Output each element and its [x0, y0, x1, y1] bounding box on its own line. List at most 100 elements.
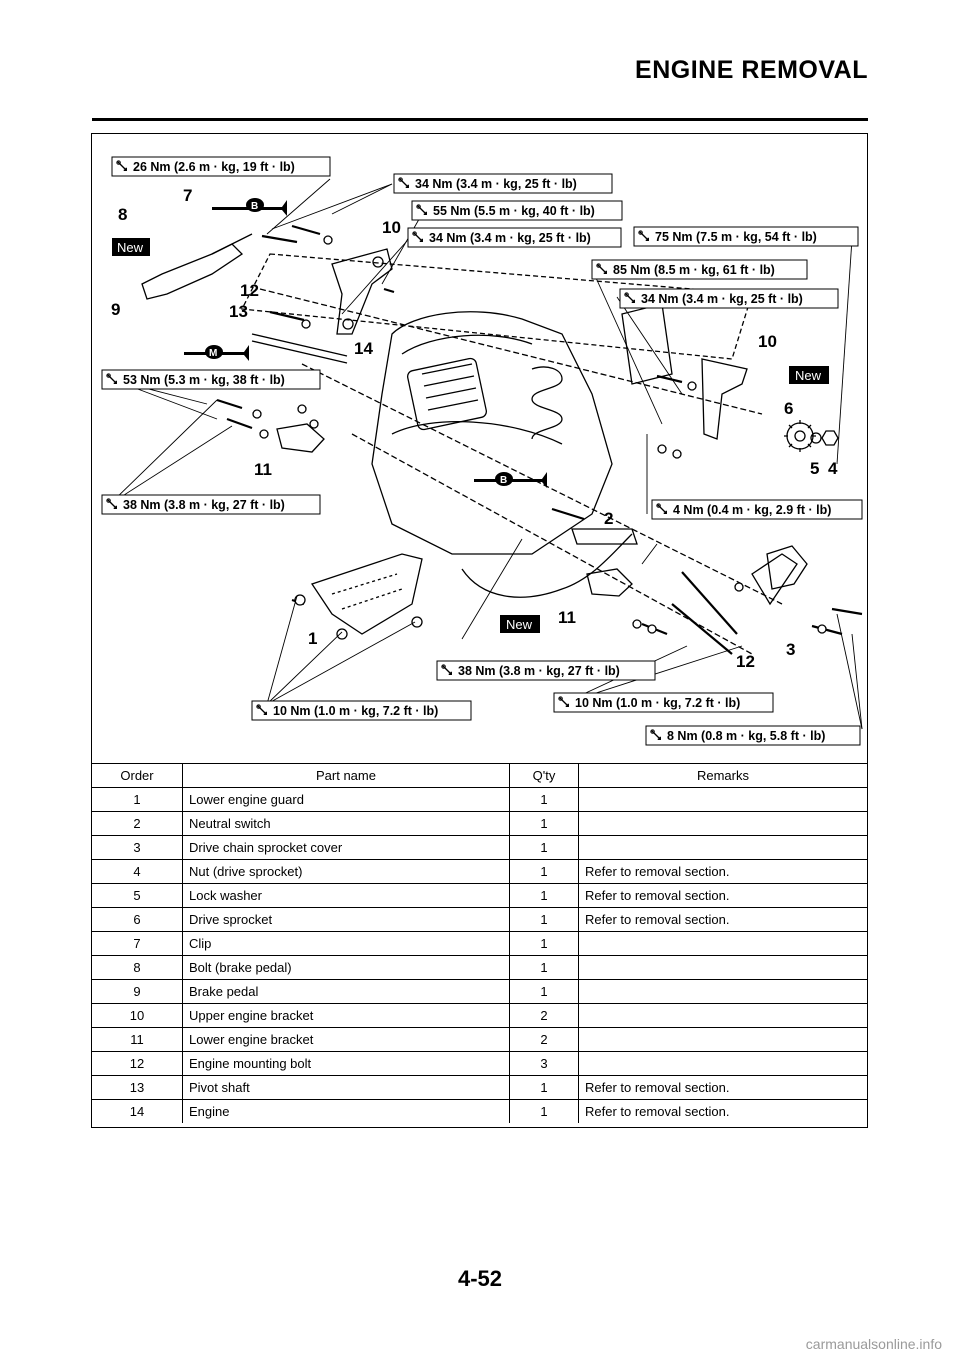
torque-spec-13: 10 Nm (1.0 m · kg, 7.2 ft · lb)	[553, 692, 774, 713]
torque-spec-9: 38 Nm (3.8 m · kg, 27 ft · lb)	[101, 494, 321, 515]
grease-letter: B	[251, 201, 258, 212]
torque-text: 53 Nm (5.3 m · kg, 38 ft · lb)	[123, 373, 285, 387]
new-badge: New	[500, 615, 540, 633]
cell-qty: 1	[509, 811, 579, 836]
callout-8: 8	[118, 205, 127, 224]
cell-remarks	[578, 811, 867, 836]
torque-text: 75 Nm (7.5 m · kg, 54 ft · lb)	[655, 230, 817, 244]
cell-order: 4	[92, 859, 183, 884]
cell-order: 10	[92, 1003, 183, 1028]
page-number: 4-52	[457, 1266, 503, 1291]
callout-10: 10	[758, 332, 777, 351]
cell-order: 5	[92, 883, 183, 908]
cell-order: 13	[92, 1075, 183, 1100]
torque-spec-8: 53 Nm (5.3 m · kg, 38 ft · lb)	[101, 369, 321, 390]
cell-order: 2	[92, 811, 183, 836]
callout-12: 12	[240, 281, 259, 300]
cell-order: 6	[92, 907, 183, 932]
cell-part-name: Drive chain sprocket cover	[182, 835, 510, 860]
torque-spec-7: 34 Nm (3.4 m · kg, 25 ft · lb)	[619, 288, 839, 309]
cell-part-name: Drive sprocket	[182, 907, 510, 932]
torque-text: 26 Nm (2.6 m · kg, 19 ft · lb)	[133, 160, 295, 174]
cell-remarks	[578, 1027, 867, 1052]
torque-spec-6: 85 Nm (8.5 m · kg, 61 ft · lb)	[591, 259, 808, 280]
cell-order: 12	[92, 1051, 183, 1076]
cell-qty: 1	[509, 835, 579, 860]
header-remarks: Remarks	[578, 763, 867, 788]
cell-part-name: Clip	[182, 931, 510, 956]
cell-part-name: Pivot shaft	[182, 1075, 510, 1100]
cell-qty: 1	[509, 787, 579, 812]
torque-spec-11: 38 Nm (3.8 m · kg, 27 ft · lb)	[436, 660, 656, 681]
cell-part-name: Brake pedal	[182, 979, 510, 1004]
cell-qty: 1	[509, 907, 579, 932]
cell-qty: 2	[509, 1003, 579, 1028]
cell-remarks	[578, 787, 867, 812]
cell-qty: 1	[509, 1099, 579, 1123]
grease-mark-icon: B	[212, 198, 287, 216]
torque-spec-10: 4 Nm (0.4 m · kg, 2.9 ft · lb)	[651, 499, 863, 520]
cell-remarks	[578, 835, 867, 860]
cell-remarks	[578, 931, 867, 956]
callout-13: 13	[229, 302, 248, 321]
torque-spec-12: 10 Nm (1.0 m · kg, 7.2 ft · lb)	[251, 700, 472, 721]
cell-remarks	[578, 1003, 867, 1028]
callout-11: 11	[254, 460, 272, 479]
new-badge: New	[789, 366, 829, 384]
content-frame	[91, 133, 868, 1128]
cell-remarks	[578, 1051, 867, 1076]
torque-spec-4: 34 Nm (3.4 m · kg, 25 ft · lb)	[407, 227, 622, 248]
cell-order: 3	[92, 835, 183, 860]
torque-text: 38 Nm (3.8 m · kg, 27 ft · lb)	[458, 664, 620, 678]
cell-remarks: Refer to removal section.	[578, 1075, 867, 1100]
callout-2: 2	[604, 509, 613, 528]
new-badge: New	[112, 238, 150, 256]
watermark: carmanualsonline.info	[805, 1336, 942, 1352]
callout-14: 14	[354, 339, 373, 358]
callout-9: 9	[111, 300, 120, 319]
torque-text: 34 Nm (3.4 m · kg, 25 ft · lb)	[641, 292, 803, 306]
torque-text: 85 Nm (8.5 m · kg, 61 ft · lb)	[613, 263, 775, 277]
header-qty: Q'ty	[509, 763, 579, 788]
oil-mark-icon: M	[184, 345, 249, 361]
torque-text: 38 Nm (3.8 m · kg, 27 ft · lb)	[123, 498, 285, 512]
cell-order: 14	[92, 1099, 183, 1123]
cell-qty: 2	[509, 1027, 579, 1052]
cell-part-name: Upper engine bracket	[182, 1003, 510, 1028]
torque-spec-1: 26 Nm (2.6 m · kg, 19 ft · lb)	[111, 156, 331, 177]
cell-order: 8	[92, 955, 183, 980]
torque-text: 10 Nm (1.0 m · kg, 7.2 ft · lb)	[575, 696, 740, 710]
torque-spec-2: 34 Nm (3.4 m · kg, 25 ft · lb)	[393, 173, 613, 194]
page-title: ENGINE REMOVAL	[635, 56, 868, 84]
new-text: New	[795, 368, 822, 383]
cell-qty: 3	[509, 1051, 579, 1076]
cell-order: 9	[92, 979, 183, 1004]
callout-5: 5	[810, 459, 819, 478]
cell-qty: 1	[509, 883, 579, 908]
header-part-name: Part name	[182, 763, 510, 788]
cell-order: 11	[92, 1027, 183, 1052]
callout-7: 7	[183, 186, 192, 205]
callout-10: 10	[382, 218, 401, 237]
cell-remarks: Refer to removal section.	[578, 859, 867, 884]
callout-3: 3	[786, 640, 795, 659]
new-text: New	[506, 617, 533, 632]
callout-4: 4	[828, 459, 838, 478]
cell-part-name: Lower engine bracket	[182, 1027, 510, 1052]
cell-part-name: Neutral switch	[182, 811, 510, 836]
table-header-row: Order Part name Q'ty Remarks	[92, 763, 867, 788]
cell-part-name: Engine mounting bolt	[182, 1051, 510, 1076]
cell-part-name: Bolt (brake pedal)	[182, 955, 510, 980]
cell-qty: 1	[509, 979, 579, 1004]
callout-1: 1	[308, 629, 317, 648]
